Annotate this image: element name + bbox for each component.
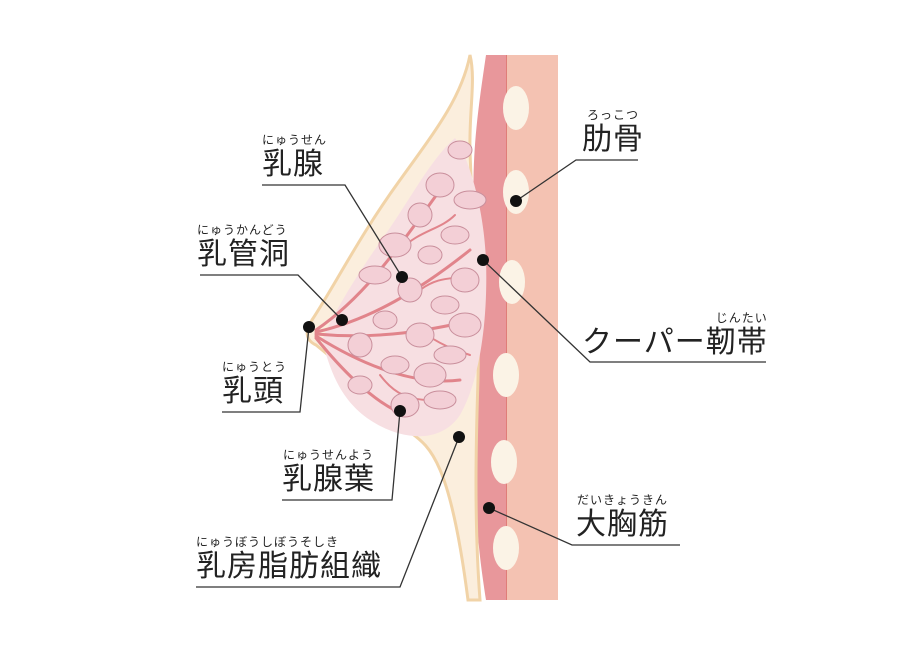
lobule-10 bbox=[397, 277, 423, 303]
leader-rokkotsu bbox=[515, 159, 638, 202]
lobule-12 bbox=[448, 312, 482, 338]
ruby-nyusenyo: にゅうせんよう bbox=[282, 448, 374, 462]
duct-mid-upper bbox=[314, 248, 472, 334]
dot-nyukando bbox=[336, 314, 348, 326]
dot-nyuto bbox=[303, 321, 315, 333]
label-nyusen: にゅうせん 乳腺 bbox=[262, 134, 327, 180]
lobule-4 bbox=[407, 202, 433, 228]
text-nyukando: 乳管洞 bbox=[197, 237, 290, 272]
rib-6 bbox=[493, 526, 519, 570]
lobule-21 bbox=[423, 390, 457, 410]
ruby-nyuto: にゅうとう bbox=[222, 360, 288, 374]
label-nyukando: にゅうかんどう 乳管洞 bbox=[197, 224, 290, 270]
lobule-15 bbox=[433, 345, 467, 365]
text-cooper: クーパー靭帯 bbox=[582, 325, 768, 360]
lobule-11 bbox=[430, 295, 460, 315]
pectoral-muscle bbox=[506, 55, 558, 600]
text-nyusen: 乳腺 bbox=[262, 147, 324, 182]
leader-lines bbox=[196, 159, 766, 588]
leader-nyubo-shibo bbox=[196, 436, 460, 588]
lobule-8 bbox=[450, 267, 480, 293]
dot-nyubo-shibo bbox=[453, 431, 465, 443]
lobule-5 bbox=[440, 225, 470, 245]
label-daikyokin: だいきょうきん 大胸筋 bbox=[576, 494, 669, 540]
gland-lobules bbox=[347, 140, 487, 418]
rib-4 bbox=[493, 353, 519, 397]
leader-nyukando bbox=[200, 274, 343, 321]
lobule-17 bbox=[380, 355, 410, 375]
rib-5 bbox=[491, 440, 517, 484]
dot-rokkotsu bbox=[510, 195, 522, 207]
text-nyubo-shibo: 乳房脂肪組織 bbox=[196, 549, 382, 584]
rib-3 bbox=[499, 260, 525, 304]
leader-daikyokin bbox=[488, 507, 680, 546]
ruby-nyukando: にゅうかんどう bbox=[197, 223, 288, 237]
dot-nyusenyo bbox=[394, 405, 406, 417]
leader-nyuto bbox=[222, 326, 310, 413]
ruby-daikyokin: だいきょうきん bbox=[576, 493, 668, 507]
ruby-rokkotsu: ろっこつ bbox=[586, 108, 639, 122]
text-rokkotsu: 肋骨 bbox=[582, 122, 644, 157]
lobule-18 bbox=[413, 362, 447, 388]
lobule-7 bbox=[417, 245, 443, 265]
lobule-19 bbox=[347, 375, 373, 395]
rib-2 bbox=[503, 170, 529, 214]
lobule-13 bbox=[372, 310, 398, 330]
leader-nyusenyo bbox=[282, 410, 401, 501]
text-daikyokin: 大胸筋 bbox=[576, 507, 669, 542]
dot-daikyokin bbox=[483, 502, 495, 514]
ruby-cooper: じんたい bbox=[715, 311, 768, 325]
lobule-3 bbox=[453, 190, 487, 210]
lobule-16 bbox=[347, 332, 373, 358]
lobule-6 bbox=[378, 232, 412, 258]
label-nyusenyo: にゅうせんよう 乳腺葉 bbox=[282, 449, 375, 495]
text-nyusenyo: 乳腺葉 bbox=[282, 462, 375, 497]
lobule-1 bbox=[447, 140, 473, 160]
dot-cooper bbox=[477, 254, 489, 266]
lobule-14 bbox=[405, 322, 435, 348]
rib-1 bbox=[503, 86, 529, 130]
label-cooper: じんたい クーパー靭帯 bbox=[582, 312, 768, 358]
ribs bbox=[491, 86, 529, 570]
leader-nyusen bbox=[262, 184, 403, 278]
label-rokkotsu: ろっこつ 肋骨 bbox=[582, 109, 644, 155]
text-nyuto: 乳頭 bbox=[222, 374, 284, 409]
lobule-2 bbox=[425, 172, 455, 198]
label-nyuto: にゅうとう 乳頭 bbox=[222, 361, 287, 407]
label-nyubo-shibo: にゅうぼうしぼうそしき 乳房脂肪組織 bbox=[196, 536, 382, 582]
lobule-9 bbox=[358, 265, 392, 285]
ruby-nyubo-shibo: にゅうぼうしぼうそしき bbox=[196, 535, 340, 549]
ruby-nyusen: にゅうせん bbox=[262, 133, 328, 147]
marker-dots bbox=[303, 195, 522, 514]
leader-cooper bbox=[482, 259, 766, 363]
dot-nyusen bbox=[396, 271, 408, 283]
